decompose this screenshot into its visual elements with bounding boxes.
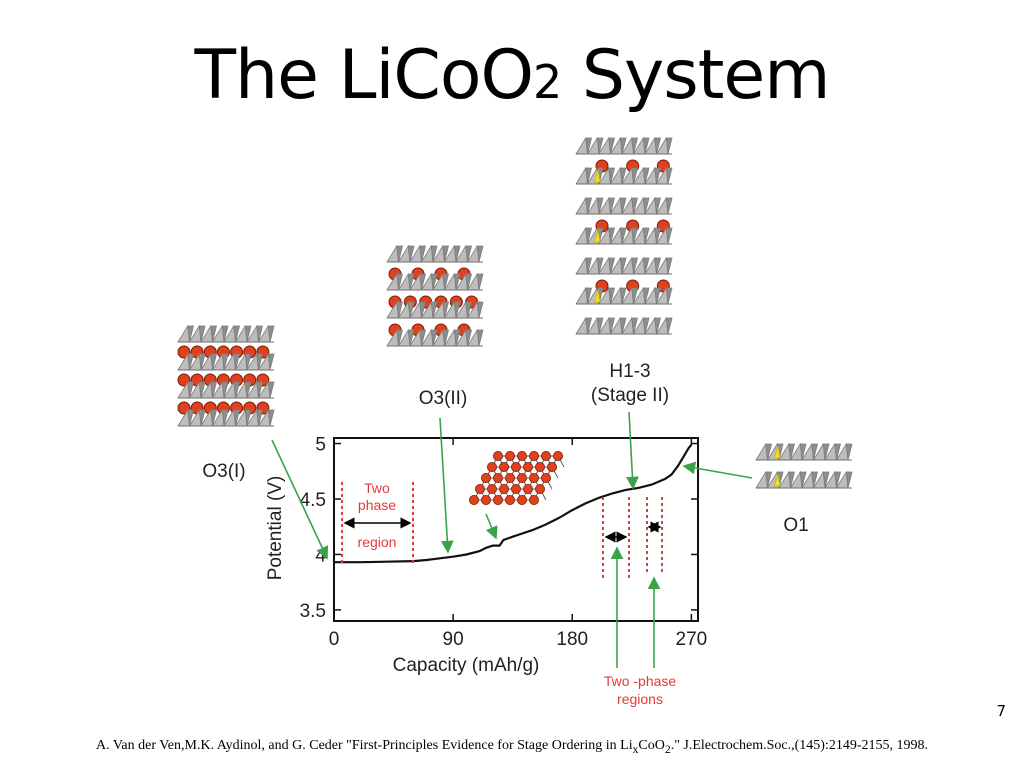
li-ordering-inset bbox=[468, 450, 565, 505]
citation: A. Van der Ven,M.K. Aydinol, and G. Cede… bbox=[0, 738, 1024, 756]
structure-o3-ii-illustration bbox=[386, 244, 484, 347]
x-axis-label: Capacity (mAh/g) bbox=[393, 655, 540, 676]
two-phase-label-1: Two bbox=[364, 480, 390, 496]
arrow-o3-ii bbox=[439, 417, 454, 554]
label-o3-ii: O3(II) bbox=[419, 388, 468, 409]
two-phase-markers bbox=[341, 482, 663, 578]
arrow-inset bbox=[485, 513, 498, 540]
title-tail: System bbox=[561, 36, 831, 115]
title-main: The LiCoO bbox=[194, 36, 534, 115]
structure-h1-3-illustration bbox=[575, 136, 673, 335]
arrow-o1 bbox=[682, 461, 753, 479]
y-tick-label: 5 bbox=[315, 435, 326, 456]
citation-part-3: ." J.Electrochem.Soc.,(145):2149-2155, 1… bbox=[670, 738, 928, 753]
structure-o1-illustration bbox=[755, 442, 853, 489]
citation-part-2: CoO bbox=[638, 738, 665, 753]
two-phase-regions-label-1: Two -phase bbox=[604, 673, 677, 689]
x-tick-label: 0 bbox=[329, 629, 340, 650]
two-phase-label-3: region bbox=[358, 534, 397, 550]
structure-o3-i-illustration bbox=[177, 324, 275, 427]
x-tick-label: 180 bbox=[556, 629, 588, 650]
title-subscript: 2 bbox=[533, 55, 562, 109]
arrow-o3-i bbox=[271, 439, 329, 560]
discharge-curve bbox=[334, 444, 693, 564]
label-o1: O1 bbox=[783, 515, 808, 536]
y-tick-label: 4 bbox=[315, 545, 326, 566]
arrow-h1-3 bbox=[626, 411, 639, 490]
citation-sub-2: 2 bbox=[664, 742, 671, 756]
label-h1-3: H1-3 bbox=[609, 361, 650, 382]
plot-frame bbox=[333, 437, 699, 622]
axis-tick-labels: 0 90 180 270 3.5 4 4.5 5 bbox=[300, 435, 708, 650]
x-tick-label: 90 bbox=[443, 629, 464, 650]
citation-sub-x: x bbox=[632, 742, 639, 756]
slide-title: The LiCoO2 System bbox=[0, 36, 1024, 115]
label-o3-i: O3(I) bbox=[202, 461, 245, 482]
y-tick-label: 3.5 bbox=[300, 601, 326, 622]
axis-ticks bbox=[333, 438, 698, 621]
x-tick-label: 270 bbox=[676, 629, 708, 650]
two-phase-label-2: phase bbox=[358, 497, 396, 513]
citation-part-1: A. Van der Ven,M.K. Aydinol, and G. Cede… bbox=[96, 738, 633, 753]
label-stage-ii: (Stage II) bbox=[591, 385, 669, 406]
y-tick-label: 4.5 bbox=[300, 490, 326, 511]
page-number: 7 bbox=[996, 702, 1006, 720]
pointer-arrows bbox=[271, 411, 753, 668]
two-phase-regions-label-2: regions bbox=[617, 691, 663, 707]
y-axis-label: Potential (V) bbox=[265, 476, 286, 581]
